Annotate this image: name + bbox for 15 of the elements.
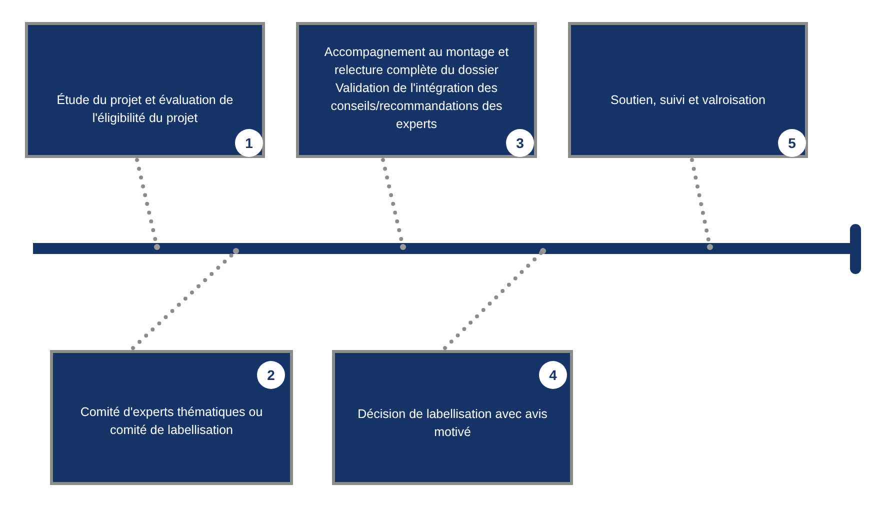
step-text: Étude du projet et évaluation de l'éligibilité du projet	[56, 92, 234, 127]
step-text: Comité d'experts thématiques ou comité de labellisation	[79, 404, 264, 439]
leader-line	[443, 249, 545, 350]
step-number: 5	[778, 129, 806, 157]
step-box	[25, 22, 265, 158]
step-number: 1	[235, 129, 263, 157]
step-number: 3	[506, 129, 534, 157]
step-text: Soutien, suivi et valroisation	[610, 92, 766, 109]
step-number: 4	[539, 361, 567, 389]
step-text: Décision de labellisation avec avis motivé	[356, 406, 548, 441]
step-box	[296, 22, 537, 158]
step-box	[332, 350, 573, 485]
step-box	[50, 350, 293, 485]
step-number: 2	[257, 361, 285, 389]
step-box	[568, 22, 808, 158]
